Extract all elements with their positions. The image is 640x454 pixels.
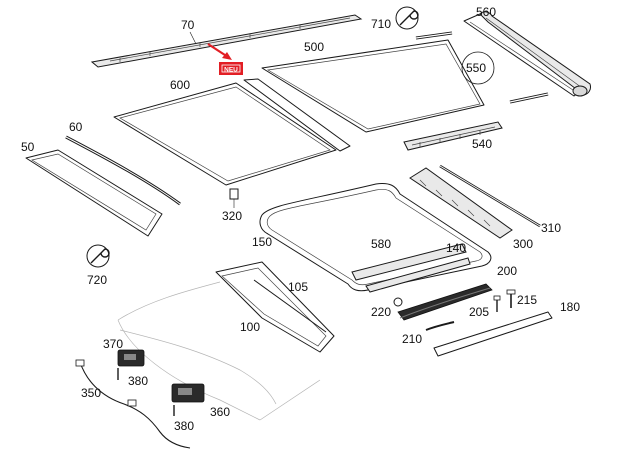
callout-180: 180 [560,300,580,314]
callout-105: 105 [288,280,308,294]
new-part-marker-icon: NEU [219,62,243,75]
part-300-side-rail [409,164,541,239]
callout-150: 150 [252,235,272,249]
callout-100: 100 [240,320,260,334]
callout-205: 205 [469,305,489,319]
part-180-rail [433,311,553,357]
part-500-rear-glass-panel [261,39,485,133]
part-350-cable-harness [75,359,191,449]
callout-320: 320 [222,209,242,223]
part-600-side-seal [243,78,351,152]
callout-60: 60 [69,120,83,134]
callout-70: 70 [181,18,195,32]
callout-350: 350 [81,386,101,400]
callout-710: 710 [371,17,391,31]
part-600-front-glass [113,82,337,186]
part-200-mechanism [393,283,493,321]
new-part-marker-text: NEU [224,67,238,74]
callout-200: 200 [497,264,517,278]
callout-370: 370 [103,337,123,351]
part-150-frame-seal [259,183,492,292]
part-550-guide-rods [415,31,549,104]
part-60-seal-strip [65,135,181,206]
callout-540: 540 [472,137,492,151]
part-320-clip [229,188,239,208]
part-560-roller-blind [463,11,591,97]
part-370-motor [117,349,145,367]
callout-220: 220 [371,305,391,319]
part-540-rear-rail [403,121,503,151]
part-70-trim-strip [90,14,363,68]
wrench-circle-icon-2 [86,244,110,268]
callout-500: 500 [304,40,324,54]
part-205-215-screws [493,289,516,312]
callout-380-b: 380 [174,419,194,433]
callout-360: 360 [210,405,230,419]
part-580-front-bow [351,243,471,293]
callout-600: 600 [170,78,190,92]
part-50-deflector [25,149,163,237]
callout-560: 560 [476,5,496,19]
callout-300: 300 [513,237,533,251]
part-210-cable [425,321,455,331]
callout-215: 215 [517,293,537,307]
callout-310: 310 [541,221,561,235]
callout-210: 210 [402,332,422,346]
callout-380-a: 380 [128,374,148,388]
wrench-circle-icon [395,6,419,30]
part-360-motor [171,383,205,403]
callout-720: 720 [87,273,107,287]
callout-580: 580 [371,237,391,251]
red-arrow-indicator [207,43,232,60]
callout-140: 140 [446,241,466,255]
callout-550: 550 [466,61,486,75]
vehicle-body-outline [117,281,321,421]
callout-50: 50 [21,140,35,154]
part-100-roof-frame [215,261,335,353]
